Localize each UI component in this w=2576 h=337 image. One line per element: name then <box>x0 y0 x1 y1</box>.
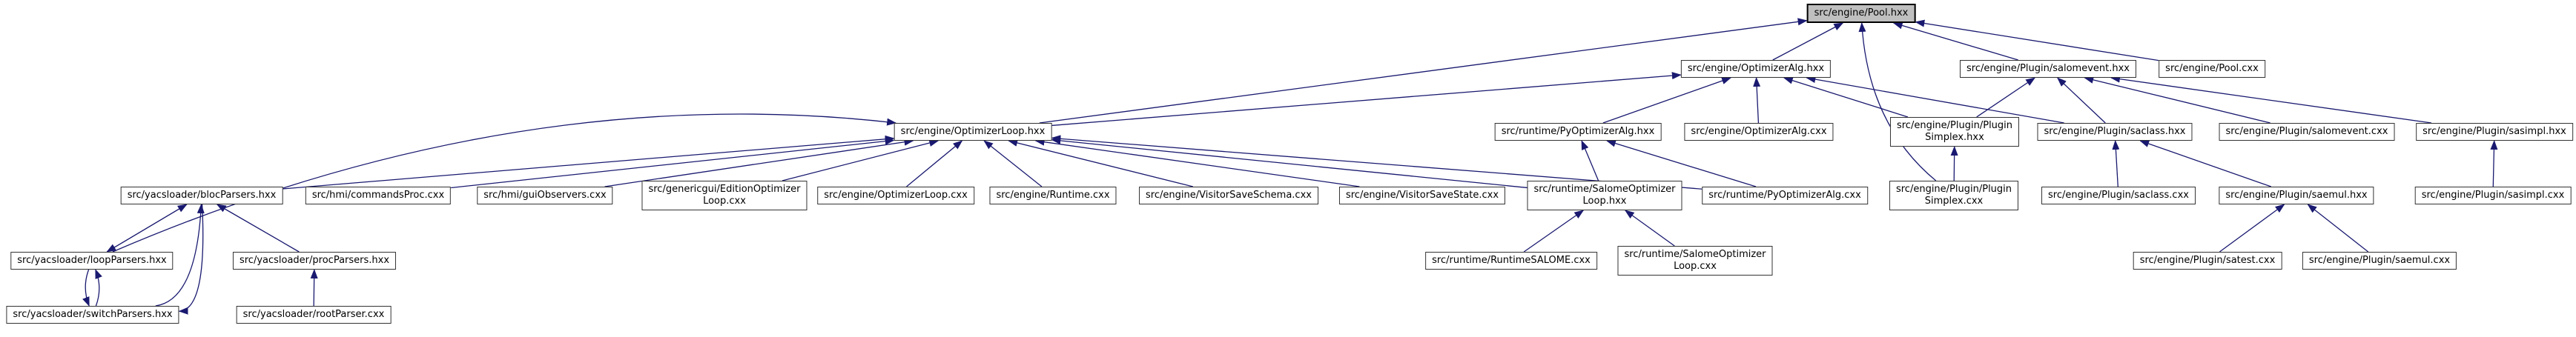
edge-sasimpl_cxx-to-sasimpl_hxx <box>2490 140 2498 187</box>
edge-optimizerloop_hxx-to-pool_hxx <box>1039 18 1808 124</box>
graph-node-visitorsaveschema_cxx[interactable]: src/engine/VisitorSaveSchema.cxx <box>1139 187 1318 204</box>
edge-procparsers_hxx-to-blocparsers_hxx <box>216 204 300 253</box>
graph-node-rootparser_cxx[interactable]: src/yacsloader/rootParser.cxx <box>236 306 392 324</box>
edge-optimizerloop_cxx-to-optimizerloop_hxx <box>906 140 963 187</box>
edge-salomevent_hxx-to-pool_hxx <box>1892 21 2018 61</box>
graph-node-optimizeralg_cxx[interactable]: src/engine/OptimizerAlg.cxx <box>1684 123 1834 141</box>
graph-node-switchparsers_hxx[interactable]: src/yacsloader/switchParsers.hxx <box>6 306 179 324</box>
graph-node-loopparsers_hxx[interactable]: src/yacsloader/loopParsers.hxx <box>10 252 174 270</box>
edge-pluginsimplex_hxx-to-salomevent_hxx <box>1976 77 2036 118</box>
graph-node-runtime_cxx[interactable]: src/engine/Runtime.cxx <box>989 187 1117 204</box>
edge-switchparsers_hxx-to-loopparsers_hxx <box>95 269 102 307</box>
graph-node-visitorsavestate_cxx[interactable]: src/engine/VisitorSaveState.cxx <box>1338 187 1506 204</box>
edge-saclass_cxx-to-saclass_hxx <box>2112 140 2120 187</box>
edge-pyoptimizeralg_hxx-to-optimizeralg_hxx <box>1602 77 1732 124</box>
graph-node-salomeoptimizerloop_hxx[interactable]: src/runtime/SalomeOptimizer Loop.hxx <box>1527 181 1682 210</box>
edge-saemul_cxx-to-saemul_hxx <box>2307 204 2369 253</box>
graph-node-optimizerloop_hxx[interactable]: src/engine/OptimizerLoop.hxx <box>894 123 1052 141</box>
edge-loopparsers_hxx-to-switchparsers_hxx <box>82 269 90 307</box>
graph-node-optimizerloop_cxx[interactable]: src/engine/OptimizerLoop.cxx <box>817 187 974 204</box>
graph-node-sasimpl_cxx[interactable]: src/engine/Plugin/sasimpl.cxx <box>2414 187 2572 204</box>
edge-pluginsimplex_hxx-to-optimizeralg_hxx <box>1783 76 1909 118</box>
edge-visitorsaveschema_cxx-to-optimizerloop_hxx <box>1008 139 1194 187</box>
graph-node-editionoptimizerloop_cxx[interactable]: src/genericgui/EditionOptimizer Loop.cxx <box>641 181 808 210</box>
graph-node-blocparsers_hxx[interactable]: src/yacsloader/blocParsers.hxx <box>120 187 283 204</box>
edge-runtime_cxx-to-optimizerloop_hxx <box>983 140 1043 187</box>
graph-node-procparsers_hxx[interactable]: src/yacsloader/procParsers.hxx <box>232 252 397 270</box>
edge-salomeoptimizerloop_hxx-to-pyoptimizeralg_hxx <box>1581 140 1599 181</box>
edge-pyoptimizeralg_cxx-to-pyoptimizeralg_hxx <box>1605 139 1757 187</box>
graph-node-runtimesalome_cxx[interactable]: src/runtime/RuntimeSALOME.cxx <box>1425 252 1597 270</box>
edge-guiobservers_cxx-to-optimizerloop_hxx <box>604 138 914 187</box>
edge-sasimpl_hxx-to-salomevent_hxx <box>2110 75 2432 124</box>
graph-node-pluginsimplex_hxx[interactable]: src/engine/Plugin/Plugin Simplex.hxx <box>1889 117 2020 147</box>
graph-node-pyoptimizeralg_hxx[interactable]: src/runtime/PyOptimizerAlg.hxx <box>1494 123 1662 141</box>
edge-optimizerloop_hxx-to-optimizeralg_hxx <box>1051 72 1682 127</box>
edge-blocparsers_hxx-to-optimizerloop_hxx <box>283 135 895 190</box>
graph-node-saclass_cxx[interactable]: src/engine/Plugin/saclass.cxx <box>2041 187 2196 204</box>
graph-node-pool_hxx: src/engine/Pool.hxx <box>1806 4 1916 23</box>
edge-pluginsimplex_cxx-to-pool_hxx <box>1858 22 1937 181</box>
graph-node-salomeoptimizerloop_cxx[interactable]: src/runtime/SalomeOptimizer Loop.cxx <box>1617 246 1773 276</box>
graph-node-pluginsimplex_cxx[interactable]: src/engine/Plugin/Plugin Simplex.cxx <box>1889 181 2019 210</box>
edge-pluginsimplex_cxx-to-pluginsimplex_hxx <box>1950 146 1958 181</box>
graph-node-saemul_hxx[interactable]: src/engine/Plugin/saemul.hxx <box>2219 187 2374 204</box>
graph-node-optimizeralg_hxx[interactable]: src/engine/OptimizerAlg.hxx <box>1680 60 1832 78</box>
graph-node-commandsproc_cxx[interactable]: src/hmi/commandsProc.cxx <box>305 187 452 204</box>
graph-node-sasimpl_hxx[interactable]: src/engine/Plugin/sasimpl.hxx <box>2416 123 2573 141</box>
edge-salomevent_cxx-to-salomevent_hxx <box>2084 76 2270 124</box>
graph-node-pyoptimizeralg_cxx[interactable]: src/runtime/PyOptimizerAlg.cxx <box>1702 187 1868 204</box>
edge-saclass_hxx-to-salomevent_hxx <box>2056 77 2106 124</box>
edge-editionoptimizerloop_cxx-to-optimizerloop_hxx <box>782 139 939 181</box>
graph-node-salomevent_hxx[interactable]: src/engine/Plugin/salomevent.hxx <box>1959 60 2137 78</box>
edge-satest_cxx-to-saemul_hxx <box>2219 204 2285 253</box>
edge-pool_cxx-to-pool_hxx <box>1915 19 2159 61</box>
edge-visitorsavestate_cxx-to-optimizerloop_hxx <box>1034 138 1360 187</box>
graph-node-saemul_cxx[interactable]: src/engine/Plugin/saemul.cxx <box>2302 252 2457 270</box>
edge-saclass_hxx-to-optimizeralg_hxx <box>1806 76 2064 124</box>
edge-pyoptimizeralg_cxx-to-optimizerloop_hxx <box>1051 135 1703 190</box>
edge-commandsproc_cxx-to-optimizerloop_hxx <box>451 137 895 189</box>
edge-optimizeralg_hxx-to-pool_hxx <box>1772 22 1844 61</box>
edge-loopparsers_hxx-to-optimizerloop_hxx <box>112 113 897 253</box>
graph-node-pool_cxx[interactable]: src/engine/Pool.cxx <box>2159 60 2265 78</box>
edge-saemul_hxx-to-saclass_hxx <box>2139 140 2272 187</box>
graph-node-guiobservers_cxx[interactable]: src/hmi/guiObservers.cxx <box>477 187 613 204</box>
graph-node-saclass_hxx[interactable]: src/engine/Plugin/saclass.hxx <box>2037 123 2193 141</box>
graph-node-salomevent_cxx[interactable]: src/engine/Plugin/salomevent.cxx <box>2219 123 2395 141</box>
edge-runtimesalome_cxx-to-salomeoptimizerloop_hxx <box>1523 210 1585 253</box>
graph-node-satest_cxx[interactable]: src/engine/Plugin/satest.cxx <box>2133 252 2282 270</box>
edge-blocparsers_hxx-to-switchparsers_hxx <box>178 204 204 315</box>
edge-blocparsers_hxx-to-loopparsers_hxx <box>106 204 188 253</box>
edge-switchparsers_hxx-to-blocparsers_hxx <box>155 204 205 307</box>
edge-salomeoptimizerloop_hxx-to-optimizerloop_hxx <box>1051 136 1528 189</box>
edge-salomeoptimizerloop_cxx-to-salomeoptimizerloop_hxx <box>1624 210 1675 247</box>
edge-optimizeralg_cxx-to-optimizeralg_hxx <box>1753 77 1761 124</box>
